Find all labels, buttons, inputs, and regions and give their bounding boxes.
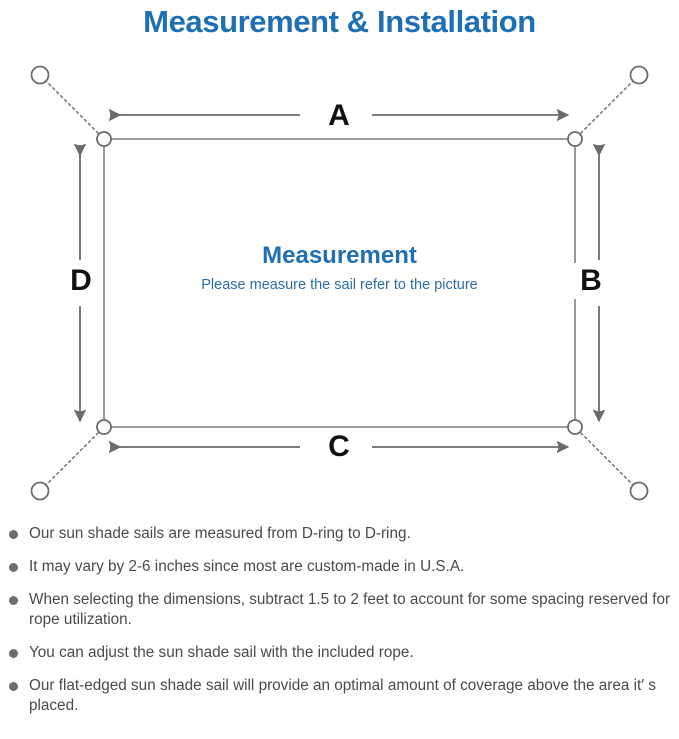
note-text: Our flat-edged sun shade sail will provi… xyxy=(29,677,657,714)
anchor-bottom-right xyxy=(629,481,649,501)
d-ring-bottom-left xyxy=(96,419,112,435)
list-item: When selecting the dimensions, subtract … xyxy=(0,590,679,630)
dimension-label-c: C xyxy=(309,429,369,465)
rope-top-left xyxy=(44,79,102,137)
anchor-points xyxy=(30,65,649,501)
note-text: When selecting the dimensions, subtract … xyxy=(29,591,671,628)
bullet-icon xyxy=(9,596,18,605)
dimension-label-d: D xyxy=(60,263,102,299)
note-text: Our sun shade sails are measured from D-… xyxy=(29,525,411,542)
list-item: You can adjust the sun shade sail with t… xyxy=(0,643,679,663)
anchor-top-left xyxy=(30,65,50,85)
sail-heading: Measurement xyxy=(262,242,417,269)
d-rings xyxy=(96,131,583,435)
anchor-bottom-left xyxy=(30,481,50,501)
anchor-top-right xyxy=(629,65,649,85)
bullet-icon xyxy=(9,563,18,572)
sail-subheading: Please measure the sail refer to the pic… xyxy=(201,277,478,293)
list-item: It may vary by 2-6 inches since most are… xyxy=(0,557,679,577)
dimension-label-b: B xyxy=(570,263,612,299)
rope-bottom-right xyxy=(577,429,635,487)
rope-bottom-left xyxy=(44,429,102,487)
rope-lines xyxy=(44,79,635,487)
note-text: You can adjust the sun shade sail with t… xyxy=(29,644,414,661)
d-ring-top-left xyxy=(96,131,112,147)
dimension-label-a: A xyxy=(309,98,369,134)
rope-top-right xyxy=(577,79,635,137)
list-item: Our sun shade sails are measured from D-… xyxy=(0,524,679,544)
bullet-icon xyxy=(9,649,18,658)
note-text: It may vary by 2-6 inches since most are… xyxy=(29,558,465,575)
bullet-icon xyxy=(9,530,18,539)
bullet-icon xyxy=(9,682,18,691)
d-ring-bottom-right xyxy=(567,419,583,435)
page-title: Measurement & Installation xyxy=(143,4,536,39)
d-ring-top-right xyxy=(567,131,583,147)
notes-list: Our sun shade sails are measured from D-… xyxy=(0,524,679,729)
list-item: Our flat-edged sun shade sail will provi… xyxy=(0,676,679,716)
measurement-diagram xyxy=(30,65,649,501)
